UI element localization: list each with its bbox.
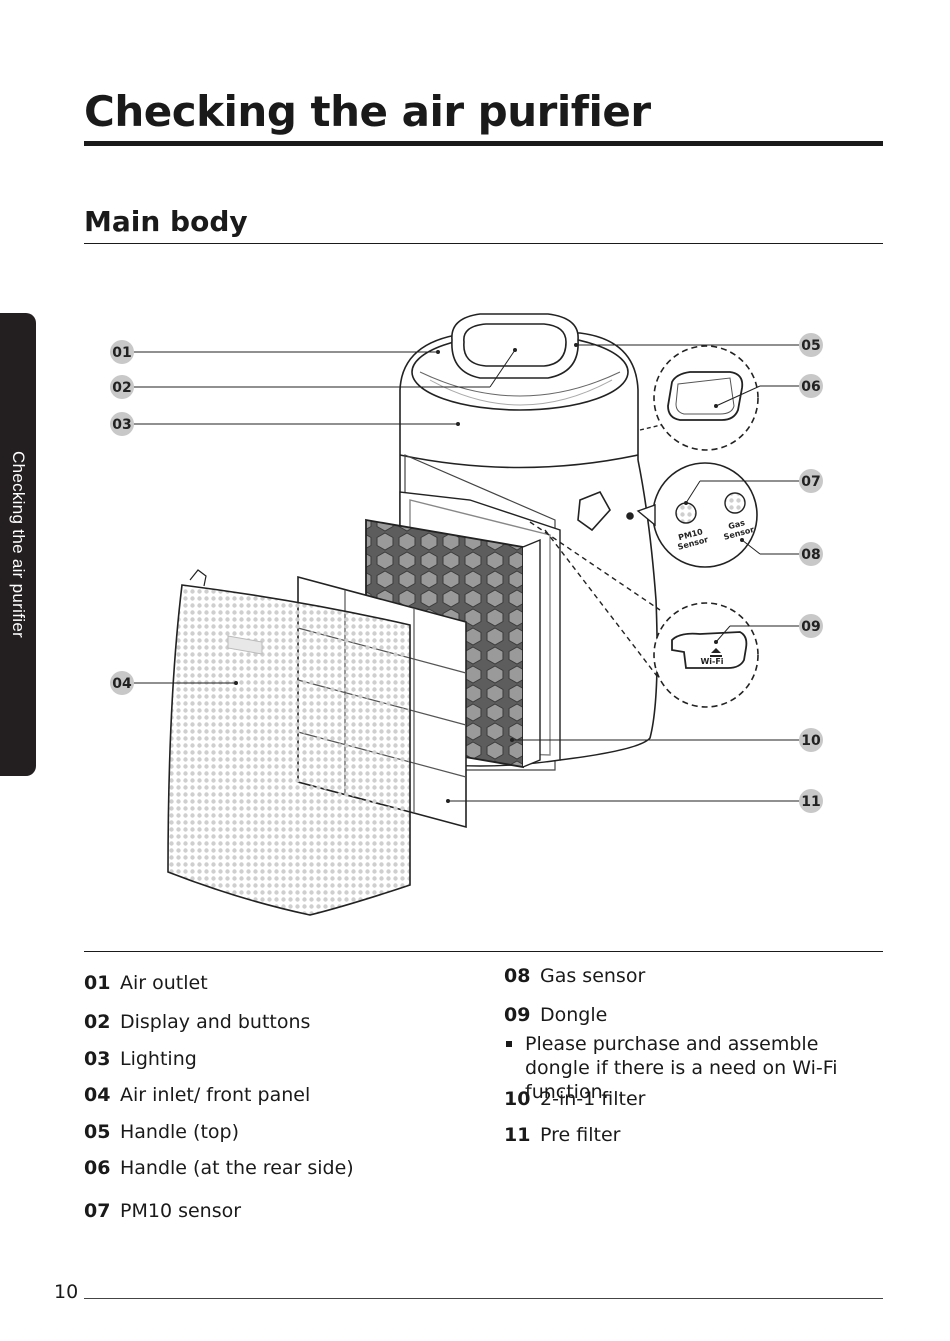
footer-rule	[84, 1298, 883, 1299]
svg-text:02: 02	[112, 380, 131, 396]
svg-text:08: 08	[801, 547, 820, 563]
legend-label: Lighting	[120, 1048, 197, 1070]
svg-text:06: 06	[801, 379, 820, 395]
svg-text:03: 03	[112, 417, 131, 433]
callout-07: 07	[799, 469, 823, 493]
legend-num: 01	[84, 972, 111, 994]
legend-rule	[84, 951, 883, 952]
callout-08: 08	[799, 542, 823, 566]
callout-04: 04	[110, 671, 134, 695]
air-purifier-diagram: PM10 Sensor Gas Sensor Wi-Fi	[110, 313, 823, 916]
legend-label: Pre filter	[540, 1124, 621, 1146]
legend-label: Handle (top)	[120, 1121, 240, 1143]
legend-label: Dongle	[540, 1004, 608, 1026]
legend-num: 03	[84, 1048, 111, 1070]
legend-num: 02	[84, 1011, 111, 1033]
legend-num: 11	[504, 1124, 531, 1146]
callout-09: 09	[799, 614, 823, 638]
dongle-magnifier: Wi-Fi	[529, 521, 759, 708]
legend-num: 09	[504, 1004, 531, 1026]
callout-03: 03	[110, 412, 134, 436]
legend-item-10: 10 2-in-1 filter	[504, 1087, 645, 1111]
gas-sensor-label-1: Gas	[727, 518, 746, 531]
dongle-note-text: Please purchase and assemble dongle if t…	[525, 1033, 838, 1103]
svg-text:09: 09	[801, 619, 820, 635]
page-title: Checking the air purifier	[84, 87, 651, 136]
svg-text:01: 01	[112, 345, 131, 361]
side-tab-label: Checking the air purifier	[9, 450, 28, 639]
section-title: Main body	[84, 205, 248, 238]
title-rule	[84, 141, 883, 146]
svg-text:05: 05	[801, 338, 820, 354]
sensor-magnifier: PM10 Sensor Gas Sensor	[636, 462, 758, 568]
purifier-body	[399, 313, 658, 791]
legend-label: Display and buttons	[120, 1011, 311, 1033]
legend-num: 05	[84, 1121, 111, 1143]
svg-text:11: 11	[801, 794, 820, 810]
callout-02: 02	[110, 375, 134, 399]
legend-num: 07	[84, 1200, 111, 1222]
dongle-note: Please purchase and assemble dongle if t…	[506, 1032, 886, 1104]
legend-item-04: 04 Air inlet/ front panel	[84, 1083, 310, 1107]
page-number: 10	[54, 1281, 79, 1303]
front-panel	[167, 569, 411, 916]
section-rule	[84, 243, 883, 244]
legend-item-07: 07 PM10 sensor	[84, 1199, 241, 1223]
legend-num: 06	[84, 1157, 111, 1179]
legend-item-03: 03 Lighting	[84, 1047, 197, 1071]
legend-num: 08	[504, 965, 531, 987]
callout-01: 01	[110, 340, 134, 364]
wifi-label: Wi-Fi	[700, 657, 723, 666]
legend-item-11: 11 Pre filter	[504, 1123, 620, 1147]
legend-item-06: 06 Handle (at the rear side)	[84, 1156, 354, 1180]
legend-item-01: 01 Air outlet	[84, 971, 208, 995]
leader-dots	[234, 343, 744, 803]
legend-item-09: 09 Dongle	[504, 1003, 607, 1027]
side-tab: Checking the air purifier	[0, 313, 36, 776]
bullet-icon	[506, 1041, 512, 1047]
callout-10: 10	[799, 728, 823, 752]
svg-text:10: 10	[801, 733, 821, 749]
legend-item-05: 05 Handle (top)	[84, 1120, 239, 1144]
callout-05: 05	[799, 333, 823, 357]
callout-06: 06	[799, 374, 823, 398]
legend-label: Gas sensor	[540, 965, 646, 987]
legend-num: 10	[504, 1088, 531, 1110]
svg-text:07: 07	[801, 474, 820, 490]
handle-magnifier	[639, 345, 759, 451]
legend-label: PM10 sensor	[120, 1200, 242, 1222]
callout-11: 11	[799, 789, 823, 813]
callout-badges: 01 02 03 04 05 06 07 08	[110, 333, 823, 813]
legend-label: Air inlet/ front panel	[120, 1084, 311, 1106]
legend-label: 2-in-1 filter	[540, 1088, 646, 1110]
legend-item-08: 08 Gas sensor	[504, 964, 645, 988]
legend-item-02: 02 Display and buttons	[84, 1010, 310, 1034]
svg-text:04: 04	[112, 676, 132, 692]
legend-label: Air outlet	[120, 972, 208, 994]
leader-lines	[133, 344, 800, 802]
legend-label: Handle (at the rear side)	[120, 1157, 354, 1179]
legend-num: 04	[84, 1084, 111, 1106]
